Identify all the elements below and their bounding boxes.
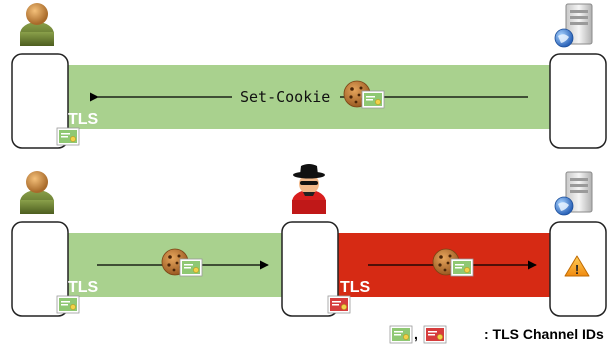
certificate-icon — [361, 90, 385, 109]
client-endpoint — [11, 53, 69, 149]
server-endpoint — [549, 53, 607, 149]
certificate-icon — [56, 295, 80, 314]
tls-label: TLS — [68, 111, 99, 128]
certificate-icon — [179, 258, 203, 277]
certificate-icon — [450, 258, 474, 277]
user-icon — [20, 3, 54, 46]
attacker-icon — [292, 164, 326, 214]
server-icon — [554, 3, 593, 48]
set-cookie-label: Set-Cookie — [240, 88, 330, 106]
client-endpoint — [11, 221, 69, 317]
tls-label-attacker: TLS — [340, 279, 371, 296]
svg-text:!: ! — [575, 262, 579, 277]
certificate-icon-red — [327, 295, 351, 314]
warning-icon: ! — [564, 255, 590, 277]
certificate-icon — [56, 127, 80, 146]
scenario-2: ! TLS TLS — [11, 164, 607, 317]
legend-bad-certificate-icon — [423, 325, 447, 344]
legend-separator: , — [414, 326, 418, 342]
scenario-1: Set-Cookie TLS — [11, 3, 607, 149]
server-icon — [554, 171, 593, 216]
attacker-endpoint — [281, 221, 339, 317]
legend-good-certificate-icon — [389, 325, 413, 344]
tls-label-client: TLS — [68, 279, 99, 296]
legend — [389, 325, 447, 344]
legend-label: : TLS Channel IDs — [484, 326, 604, 342]
user-icon — [20, 171, 54, 214]
